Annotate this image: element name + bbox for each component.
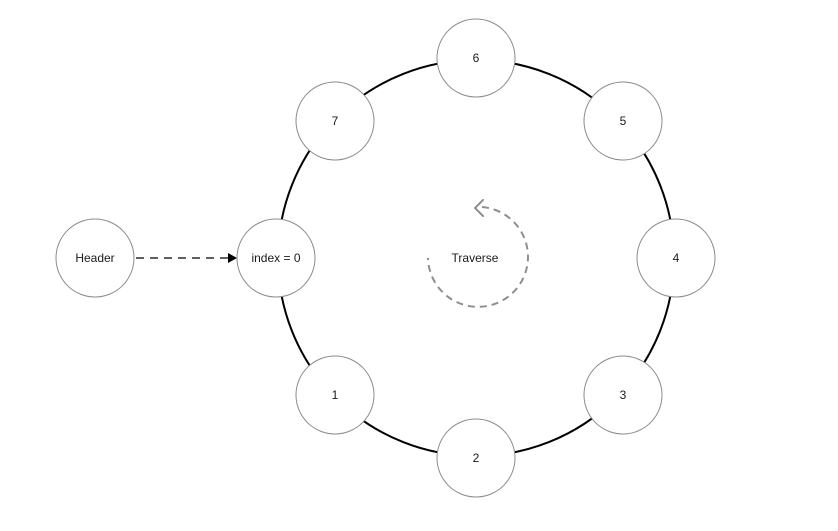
ring-node-6-label: 6 xyxy=(473,51,480,65)
ring-node-4-circle xyxy=(636,218,716,298)
pointer-arrowhead-icon xyxy=(228,253,237,263)
ring-node-5-circle xyxy=(583,81,663,161)
ring-node-5-label: 5 xyxy=(620,114,627,128)
ring-node-2-circle xyxy=(436,418,516,498)
ring-node-0-circle xyxy=(236,218,316,298)
traverse-arrowhead-icon xyxy=(474,199,484,217)
ring-node-7-circle xyxy=(295,81,375,161)
header-node-label: Header xyxy=(75,251,114,265)
ring-node-4: 4 xyxy=(636,218,716,298)
ring-node-6: 6 xyxy=(436,18,516,98)
header-node: Header xyxy=(55,218,135,298)
ring-node-0-label: index = 0 xyxy=(251,251,300,265)
ring-node-1-label: 1 xyxy=(332,388,339,402)
traverse-arc xyxy=(427,206,529,308)
ring-node-2: 2 xyxy=(436,418,516,498)
ring-node-1: 1 xyxy=(295,355,375,435)
ring-node-0: index = 0 xyxy=(236,218,316,298)
ring-node-3: 3 xyxy=(583,355,663,435)
header-node-circle xyxy=(55,218,135,298)
ring-node-3-circle xyxy=(583,355,663,435)
ring-node-3-label: 3 xyxy=(620,388,627,402)
ring-node-7: 7 xyxy=(295,81,375,161)
ring-node-6-circle xyxy=(436,18,516,98)
ring-node-2-label: 2 xyxy=(473,451,480,465)
ring-node-1-circle xyxy=(295,355,375,435)
ring-node-7-label: 7 xyxy=(332,114,339,128)
ring-node-5: 5 xyxy=(583,81,663,161)
traverse-label: Traverse xyxy=(452,251,499,265)
ring-node-4-label: 4 xyxy=(673,251,680,265)
